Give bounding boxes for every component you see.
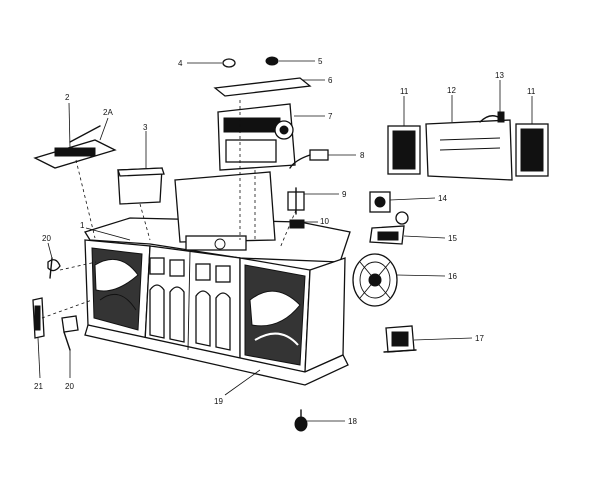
part-3-box bbox=[117, 167, 165, 205]
callout-21: 21 bbox=[34, 382, 43, 391]
part-17-transformer bbox=[383, 325, 417, 353]
part-2-tonearm bbox=[33, 125, 117, 169]
callout-11-left: 11 bbox=[400, 87, 409, 96]
callout-5: 5 bbox=[318, 57, 323, 66]
callout-2: 2 bbox=[65, 93, 70, 102]
leader-lines bbox=[37, 60, 533, 422]
console-cabinet bbox=[84, 171, 351, 386]
part-8-connector bbox=[289, 149, 329, 169]
callout-9: 9 bbox=[342, 190, 347, 199]
callout-12: 12 bbox=[447, 86, 456, 95]
callout-20-upper: 20 bbox=[42, 234, 51, 243]
callout-8: 8 bbox=[360, 151, 365, 160]
callout-17: 17 bbox=[475, 334, 484, 343]
callout-18: 18 bbox=[348, 417, 357, 426]
callout-4: 4 bbox=[178, 59, 183, 68]
part-4-knob bbox=[222, 58, 236, 68]
part-11-speaker-panel-right bbox=[515, 123, 549, 177]
part-6-cover-plate bbox=[213, 77, 312, 97]
callout-20-lower: 20 bbox=[65, 382, 74, 391]
part-20-hinge-lower bbox=[61, 315, 79, 351]
part-12-back-panel bbox=[425, 119, 513, 181]
part-20-hinge-upper bbox=[47, 257, 61, 279]
part-15-tweeter bbox=[369, 211, 409, 245]
callout-6: 6 bbox=[328, 76, 333, 85]
callout-14: 14 bbox=[438, 194, 447, 203]
part-21-bracket bbox=[32, 297, 45, 339]
callout-2a: 2A bbox=[103, 108, 113, 117]
callout-7: 7 bbox=[328, 112, 333, 121]
part-16-woofer bbox=[352, 253, 398, 307]
alignment-lines bbox=[41, 100, 297, 319]
callout-15: 15 bbox=[448, 234, 457, 243]
callout-1: 1 bbox=[80, 221, 85, 230]
callout-11-right: 11 bbox=[527, 87, 536, 96]
callout-labels: 1 2 2A 3 4 5 6 7 8 9 10 11 12 13 11 14 1… bbox=[34, 57, 536, 426]
callout-3: 3 bbox=[143, 123, 148, 132]
part-13-plug bbox=[479, 111, 505, 123]
part-18-caster bbox=[294, 409, 308, 432]
part-14-square-speaker bbox=[369, 191, 391, 213]
part-10-clip bbox=[289, 219, 305, 229]
part-7-chassis bbox=[217, 103, 296, 171]
part-5-knob bbox=[265, 56, 279, 66]
callout-10: 10 bbox=[320, 217, 329, 226]
callout-19: 19 bbox=[214, 397, 223, 406]
callout-13: 13 bbox=[495, 71, 504, 80]
part-11-speaker-panel-left bbox=[387, 125, 421, 175]
callout-16: 16 bbox=[448, 272, 457, 281]
